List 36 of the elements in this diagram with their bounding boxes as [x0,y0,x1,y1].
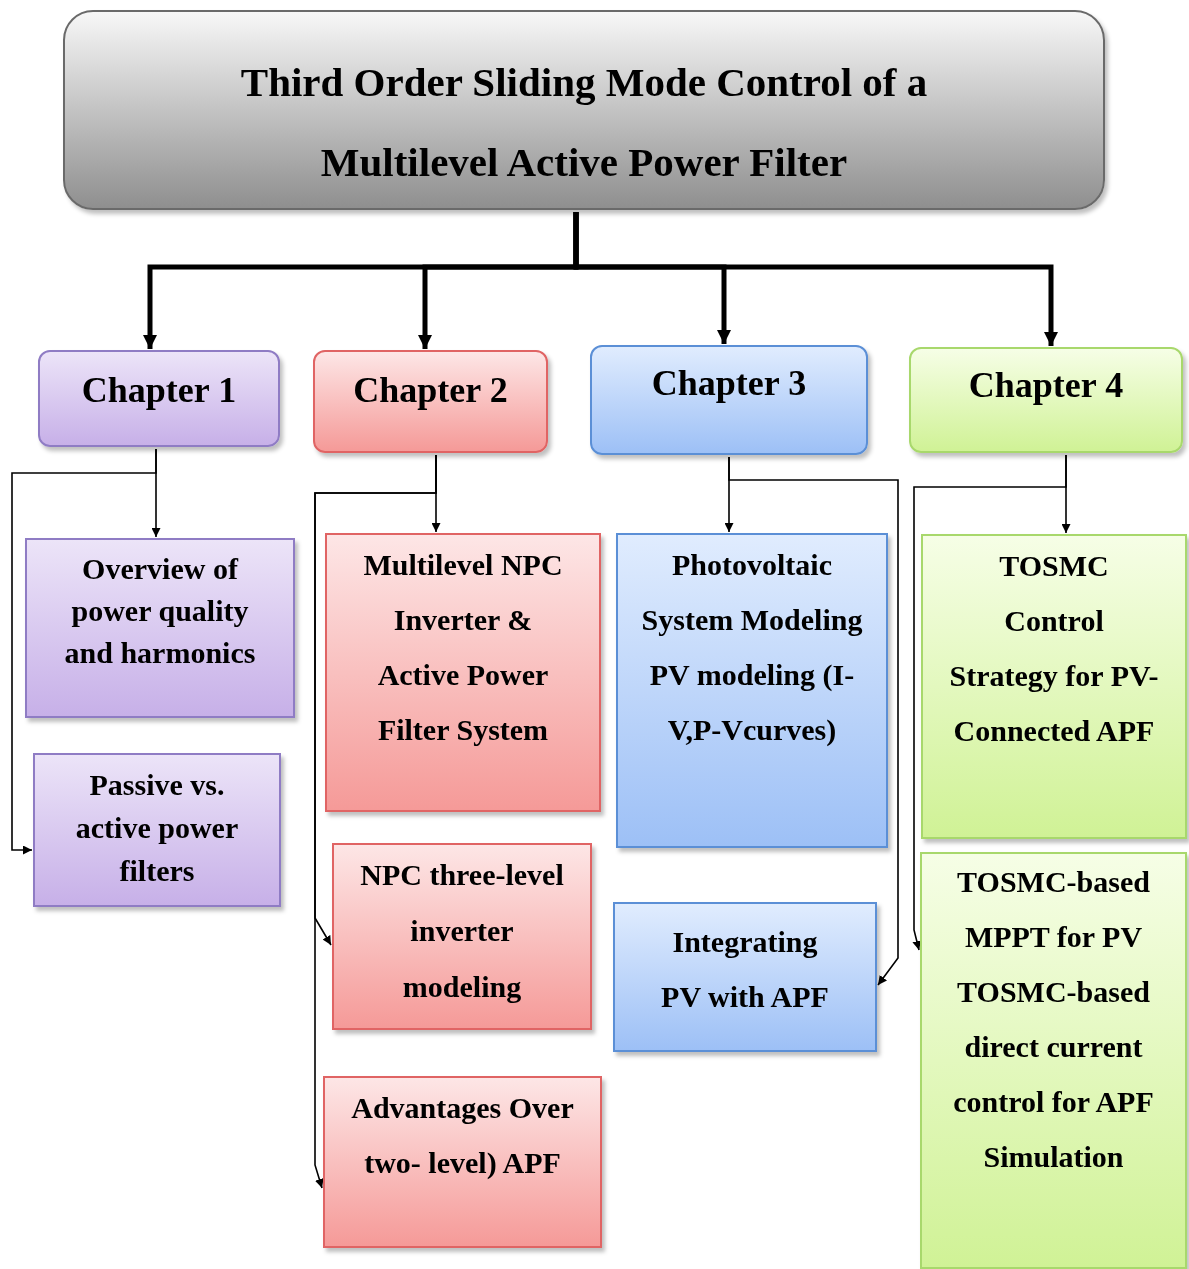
arrow [728,456,899,986]
arrow [11,448,157,855]
topic-box [25,538,295,718]
chapter-box [909,347,1183,453]
title-box [63,10,1105,210]
topic-box [921,534,1187,839]
topic-text: Multilevel NPC Inverter & Active Power Filter System [362,547,564,748]
chapter-label: Chapter 2 [353,370,508,410]
topic-text: NPC three-level inverter modeling [359,857,565,1005]
topic-box [325,533,601,812]
arrow [912,454,1067,951]
chapter-box [590,345,868,455]
topic-text: TOSMC Control Strategy for PV-Connected APF [949,548,1159,749]
arrow [573,212,1058,346]
topic-box [332,843,592,1030]
topic-text: Integrating PV with APF [660,924,830,1015]
topic-text: TOSMC-based MPPT for PV [956,864,1151,955]
chapter-label: Chapter 1 [81,370,237,410]
topic-box [323,1076,602,1248]
topic-box [33,753,281,907]
topic-text: Passive vs. active power filters [74,767,240,889]
topic-text: Simulation [983,1139,1124,1175]
title-text: Third Order Sliding Mode Control of a Multilevel Active Power Filter [239,58,929,187]
topic-box [613,902,877,1052]
topic-box [920,852,1187,1269]
topic-text: PV modeling (I-V,P-Vcurves) [648,657,856,748]
chapter-label: Chapter 3 [651,363,807,403]
arrow [314,454,437,1189]
topic-text: Photovoltaic System Modeling [640,547,864,638]
chapter-box [313,350,548,453]
chapter-box [38,350,280,447]
topic-text: Advantages Over two- level) APF [350,1090,575,1181]
topic-text: TOSMC-based direct current control for APF [952,974,1155,1120]
topic-box [616,533,888,848]
topic-text: Overview of power quality and harmonics [63,551,257,671]
chapter-label: Chapter 4 [968,365,1124,405]
